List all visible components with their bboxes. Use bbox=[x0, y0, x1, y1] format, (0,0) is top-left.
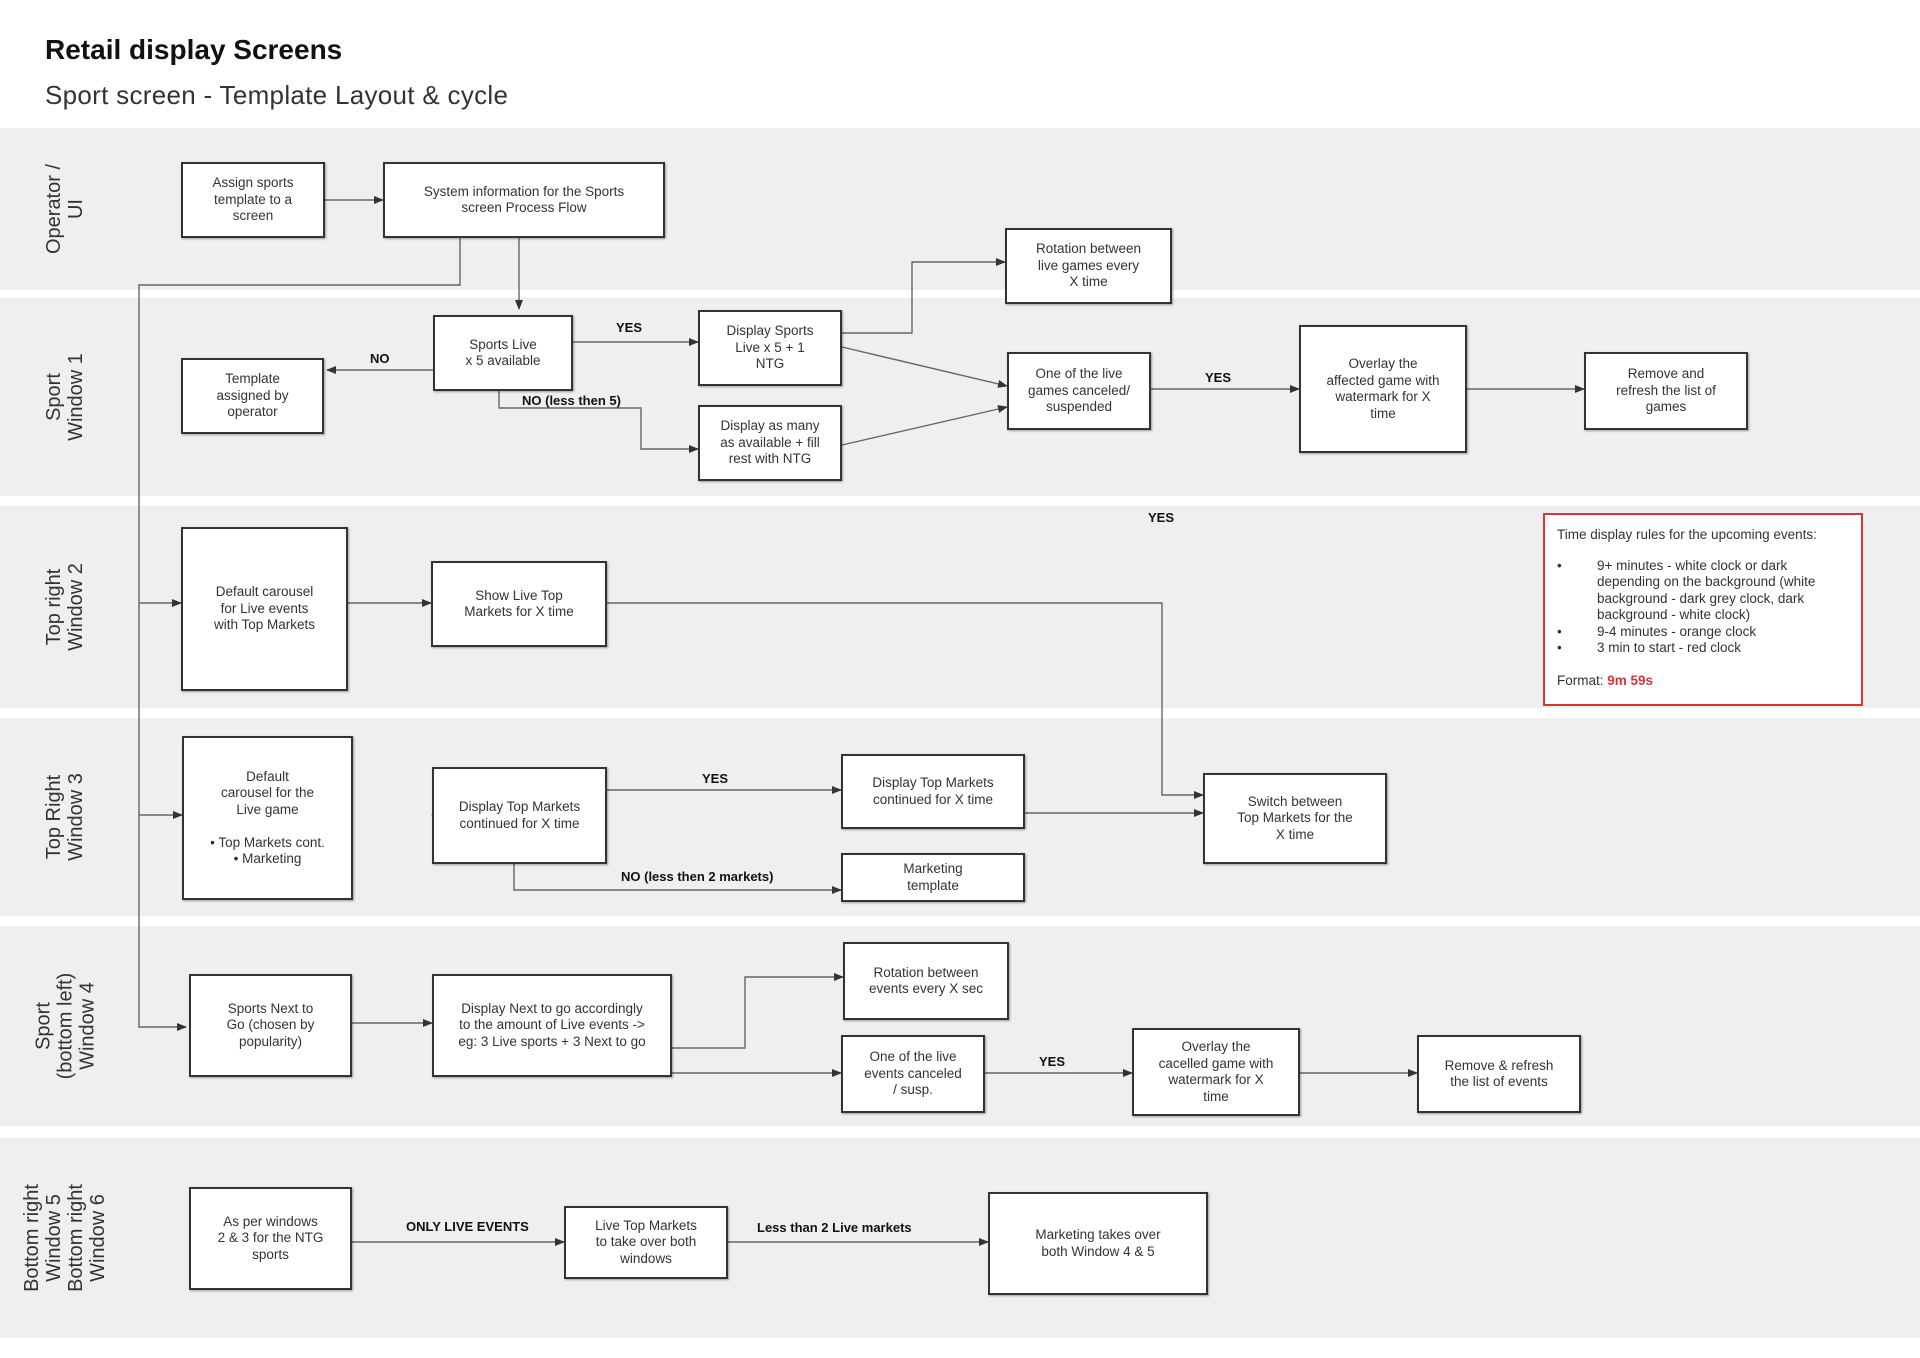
default-carousel-live-game-node: Default carousel for the Live game • Top… bbox=[182, 736, 353, 900]
label-no-less-then-2: NO (less then 2 markets) bbox=[621, 869, 774, 884]
label-no-template: NO bbox=[370, 351, 390, 366]
display-next-to-go-node: Display Next to go accordingly to the am… bbox=[432, 974, 672, 1077]
show-live-top-markets-node: Show Live Top Markets for X time bbox=[431, 561, 607, 647]
label-yes-top-markets: YES bbox=[702, 771, 729, 786]
time-display-rules-note: Time display rules for the upcoming even… bbox=[1543, 513, 1863, 706]
label-no-less-then-5: NO (less then 5) bbox=[522, 393, 621, 408]
note-format-value: 9m 59s bbox=[1607, 672, 1654, 688]
display-top-markets-continued-node: Display Top Markets continued for X time bbox=[841, 754, 1025, 829]
live-event-canceled-node: One of the live events canceled / susp. bbox=[841, 1035, 985, 1113]
sports-next-to-go-node: Sports Next to Go (chosen by popularity) bbox=[189, 974, 352, 1077]
note-rule-item: 3 min to start - red clock bbox=[1557, 640, 1849, 657]
display-as-many-node: Display as many as available + fill rest… bbox=[698, 405, 842, 481]
as-per-windows-node: As per windows 2 & 3 for the NTG sports bbox=[189, 1187, 352, 1290]
label-yes-event-canceled: YES bbox=[1039, 1054, 1066, 1069]
system-info-node: System information for the Sports screen… bbox=[383, 162, 665, 238]
remove-refresh-events-node: Remove & refresh the list of events bbox=[1417, 1035, 1581, 1113]
note-rule-item: 9-4 minutes - orange clock bbox=[1557, 624, 1849, 641]
sports-live-x5-node: Sports Live x 5 available bbox=[433, 315, 573, 391]
default-carousel-top-markets-node: Default carousel for Live events with To… bbox=[181, 527, 348, 691]
live-top-takeover-node: Live Top Markets to take over both windo… bbox=[564, 1206, 728, 1279]
label-yes-floating: YES bbox=[1148, 510, 1175, 525]
display-top-markets-node: Display Top Markets continued for X time bbox=[432, 767, 607, 864]
note-rules-list: 9+ minutes - white clock or dark dependi… bbox=[1557, 558, 1849, 657]
note-format: Format: 9m 59s bbox=[1557, 673, 1849, 690]
rotation-events-node: Rotation between events every X sec bbox=[843, 942, 1009, 1020]
label-less-than-2-live: Less than 2 Live markets bbox=[757, 1220, 912, 1235]
note-title: Time display rules for the upcoming even… bbox=[1557, 527, 1817, 542]
label-yes-overlay: YES bbox=[1205, 370, 1232, 385]
template-assigned-node: Template assigned by operator bbox=[181, 358, 324, 434]
marketing-takeover-node: Marketing takes over both Window 4 & 5 bbox=[988, 1192, 1208, 1295]
label-only-live-events: ONLY LIVE EVENTS bbox=[406, 1219, 529, 1234]
overlay-cancelled-node: Overlay the cacelled game with watermark… bbox=[1132, 1028, 1300, 1116]
remove-refresh-games-node: Remove and refresh the list of games bbox=[1584, 352, 1748, 430]
assign-template-node: Assign sports template to a screen bbox=[181, 162, 325, 238]
marketing-template-node: Marketing template bbox=[841, 853, 1025, 902]
live-game-canceled-node: One of the live games canceled/ suspende… bbox=[1007, 352, 1151, 430]
display-sports-live-node: Display Sports Live x 5 + 1 NTG bbox=[698, 310, 842, 386]
page-subtitle: Sport screen - Template Layout & cycle bbox=[45, 80, 509, 110]
switch-top-markets-node: Switch between Top Markets for the X tim… bbox=[1203, 773, 1387, 864]
note-rule-item: 9+ minutes - white clock or dark dependi… bbox=[1557, 558, 1849, 624]
note-format-label: Format: bbox=[1557, 672, 1604, 688]
page-title: Retail display Screens bbox=[45, 34, 343, 65]
overlay-affected-node: Overlay the affected game with watermark… bbox=[1299, 325, 1467, 453]
rotation-live-games-node: Rotation between live games every X time bbox=[1005, 228, 1172, 304]
label-yes-sports-live: YES bbox=[616, 320, 643, 335]
